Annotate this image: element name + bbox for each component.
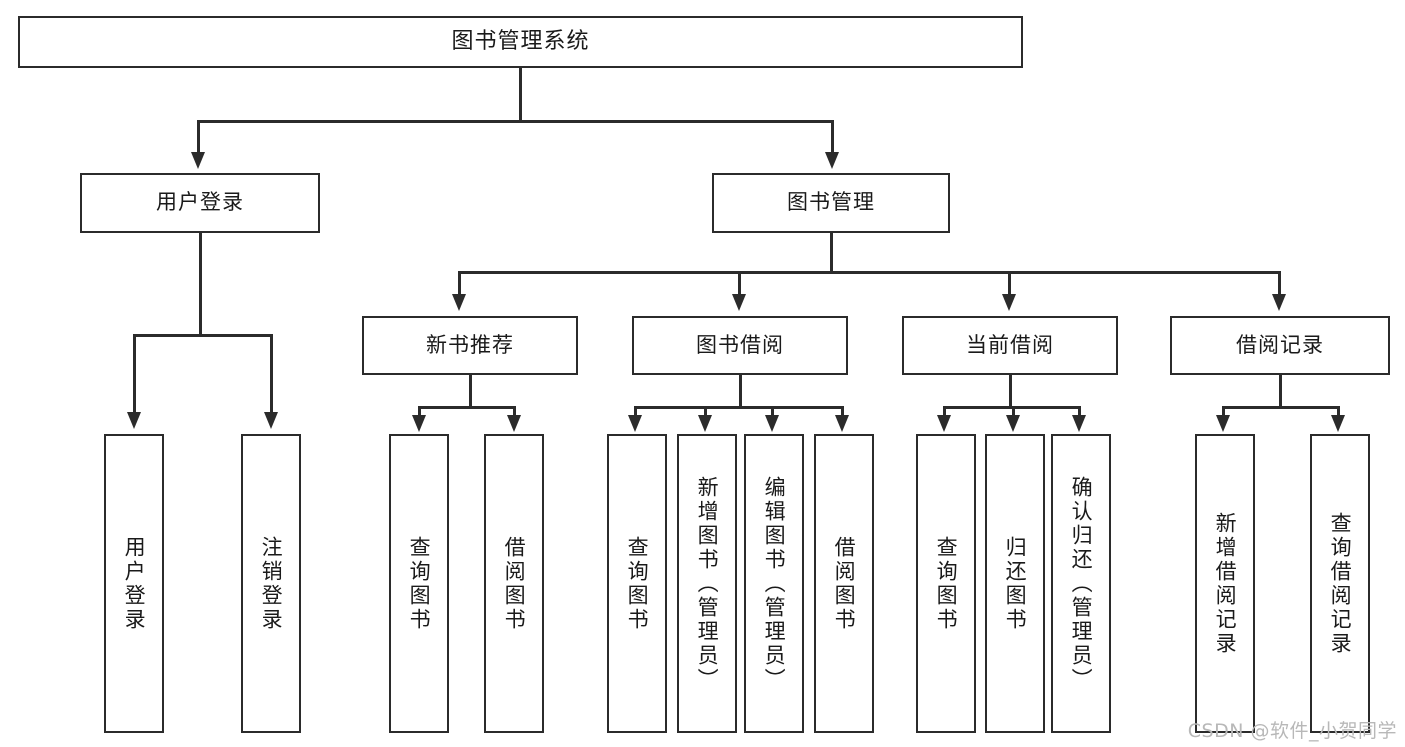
connector-book-manage-to-record [1278, 271, 1281, 296]
connector-book-manage-to-new-book [458, 271, 461, 296]
connector-user-login-to-leaf-1 [133, 334, 136, 415]
arrow-current-borrow-to-leaf-1 [937, 415, 951, 432]
node-leaf-query-book-current[interactable]: 查询图书 [916, 434, 976, 733]
node-new-book-recommend[interactable]: 新书推荐 [362, 316, 578, 375]
connector-root-to-user-login [197, 120, 200, 152]
node-leaf-borrow-book-recommend[interactable]: 借阅图书 [484, 434, 544, 733]
node-leaf-user-logout[interactable]: 注销登录 [241, 434, 301, 733]
arrow-book-manage-to-borrow [732, 294, 746, 311]
connector-book-manage-bar [458, 271, 1280, 274]
node-leaf-add-borrow-record[interactable]: 新增借阅记录 [1195, 434, 1255, 733]
node-borrow-record[interactable]: 借阅记录 [1170, 316, 1390, 375]
node-leaf-edit-book-admin[interactable]: 编辑图书（管理员） [744, 434, 804, 733]
arrow-user-login-to-leaf-2 [264, 412, 278, 429]
connector-borrow-record-bar [1222, 406, 1339, 409]
connector-book-borrow-stem [739, 375, 742, 408]
arrow-new-book-to-leaf-1 [412, 415, 426, 432]
arrow-root-to-user-login [191, 152, 205, 169]
node-label: 注销登录 [259, 535, 284, 632]
node-book-borrow[interactable]: 图书借阅 [632, 316, 848, 375]
node-leaf-query-book-borrow[interactable]: 查询图书 [607, 434, 667, 733]
connector-current-borrow-to-leaf-3 [1078, 406, 1081, 418]
connector-new-book-stem [469, 375, 472, 408]
connector-borrow-record-to-leaf-2 [1337, 406, 1340, 418]
connector-book-borrow-to-leaf-1 [634, 406, 637, 418]
node-label: 查询图书 [934, 535, 959, 632]
arrow-book-borrow-to-leaf-2 [698, 415, 712, 432]
node-label: 新增借阅记录 [1213, 511, 1238, 656]
node-book-management[interactable]: 图书管理 [712, 173, 950, 233]
node-label: 查询图书 [625, 535, 650, 632]
connector-new-book-to-leaf-1 [418, 406, 421, 418]
node-label: 借阅图书 [832, 535, 857, 632]
connector-user-login-stem [199, 233, 202, 336]
node-leaf-user-login[interactable]: 用户登录 [104, 434, 164, 733]
node-label: 用户登录 [156, 190, 244, 215]
connector-book-borrow-to-leaf-4 [841, 406, 844, 418]
connector-root-to-book-manage [831, 120, 834, 152]
connector-borrow-record-stem [1279, 375, 1282, 408]
arrow-book-borrow-to-leaf-3 [765, 415, 779, 432]
node-label: 查询借阅记录 [1328, 511, 1353, 656]
node-label: 查询图书 [407, 535, 432, 632]
connector-new-book-to-leaf-2 [513, 406, 516, 418]
node-leaf-borrow-book[interactable]: 借阅图书 [814, 434, 874, 733]
arrow-book-manage-to-record [1272, 294, 1286, 311]
node-label: 编辑图书（管理员） [762, 475, 787, 692]
node-label: 图书管理 [787, 190, 875, 215]
connector-current-borrow-to-leaf-1 [943, 406, 946, 418]
connector-book-borrow-to-leaf-2 [704, 406, 707, 418]
connector-book-borrow-to-leaf-3 [771, 406, 774, 418]
node-label: 借阅图书 [502, 535, 527, 632]
arrow-book-borrow-to-leaf-1 [628, 415, 642, 432]
connector-current-borrow-stem [1009, 375, 1012, 408]
node-root-book-management-system[interactable]: 图书管理系统 [18, 16, 1023, 68]
arrow-new-book-to-leaf-2 [507, 415, 521, 432]
node-user-login[interactable]: 用户登录 [80, 173, 320, 233]
node-label: 图书管理系统 [451, 28, 590, 54]
connector-root-bar [197, 120, 833, 123]
node-label: 新增图书（管理员） [695, 475, 720, 692]
arrow-current-borrow-to-leaf-2 [1006, 415, 1020, 432]
node-label: 图书借阅 [696, 332, 784, 357]
arrow-root-to-book-manage [825, 152, 839, 169]
connector-user-login-to-leaf-2 [270, 334, 273, 415]
connector-root-stem [519, 68, 522, 120]
node-leaf-query-borrow-record[interactable]: 查询借阅记录 [1310, 434, 1370, 733]
node-label: 借阅记录 [1236, 332, 1324, 357]
node-leaf-add-book-admin[interactable]: 新增图书（管理员） [677, 434, 737, 733]
node-label: 当前借阅 [966, 332, 1054, 357]
arrow-borrow-record-to-leaf-2 [1331, 415, 1345, 432]
connector-current-borrow-bar [943, 406, 1080, 409]
node-leaf-query-book-recommend[interactable]: 查询图书 [389, 434, 449, 733]
connector-book-manage-stem [830, 233, 833, 273]
arrow-user-login-to-leaf-1 [127, 412, 141, 429]
node-leaf-return-book[interactable]: 归还图书 [985, 434, 1045, 733]
connector-book-borrow-bar [634, 406, 843, 409]
arrow-book-manage-to-current [1002, 294, 1016, 311]
connector-book-manage-to-borrow [738, 271, 741, 296]
node-current-borrow[interactable]: 当前借阅 [902, 316, 1118, 375]
connector-borrow-record-to-leaf-1 [1222, 406, 1225, 418]
arrow-current-borrow-to-leaf-3 [1072, 415, 1086, 432]
connector-user-login-bar [133, 334, 272, 337]
node-leaf-confirm-return-admin[interactable]: 确认归还（管理员） [1051, 434, 1111, 733]
connector-current-borrow-to-leaf-2 [1012, 406, 1015, 418]
connector-new-book-bar [418, 406, 515, 409]
node-label: 确认归还（管理员） [1069, 475, 1094, 692]
arrow-book-borrow-to-leaf-4 [835, 415, 849, 432]
node-label: 归还图书 [1003, 535, 1028, 632]
arrow-borrow-record-to-leaf-1 [1216, 415, 1230, 432]
arrow-book-manage-to-new-book [452, 294, 466, 311]
connector-book-manage-to-current [1008, 271, 1011, 296]
node-label: 新书推荐 [426, 332, 514, 357]
node-label: 用户登录 [122, 535, 147, 632]
